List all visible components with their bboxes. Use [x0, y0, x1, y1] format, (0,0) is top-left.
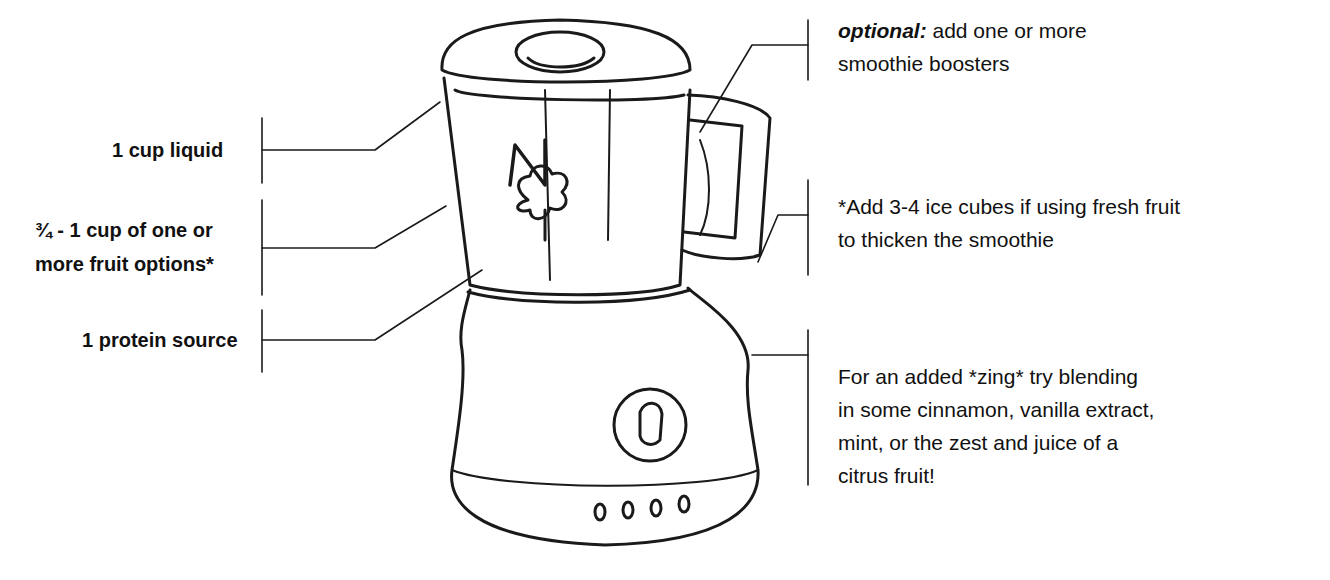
note-text: optional: add one or more smoothie boost… [838, 14, 1138, 80]
leader-lines [262, 20, 808, 485]
ingredient-label: 1 cup liquid [112, 133, 252, 167]
note-text: For an added *zing* try blending in some… [838, 360, 1158, 492]
ingredient-label: 1 protein source [82, 323, 252, 357]
note-text: *Add 3-4 ice cubes if using fresh fruit … [838, 190, 1188, 256]
emphasis-word: optional: [838, 19, 927, 42]
ingredient-label: ¾ - 1 cup of one or more fruit options* [35, 213, 250, 281]
